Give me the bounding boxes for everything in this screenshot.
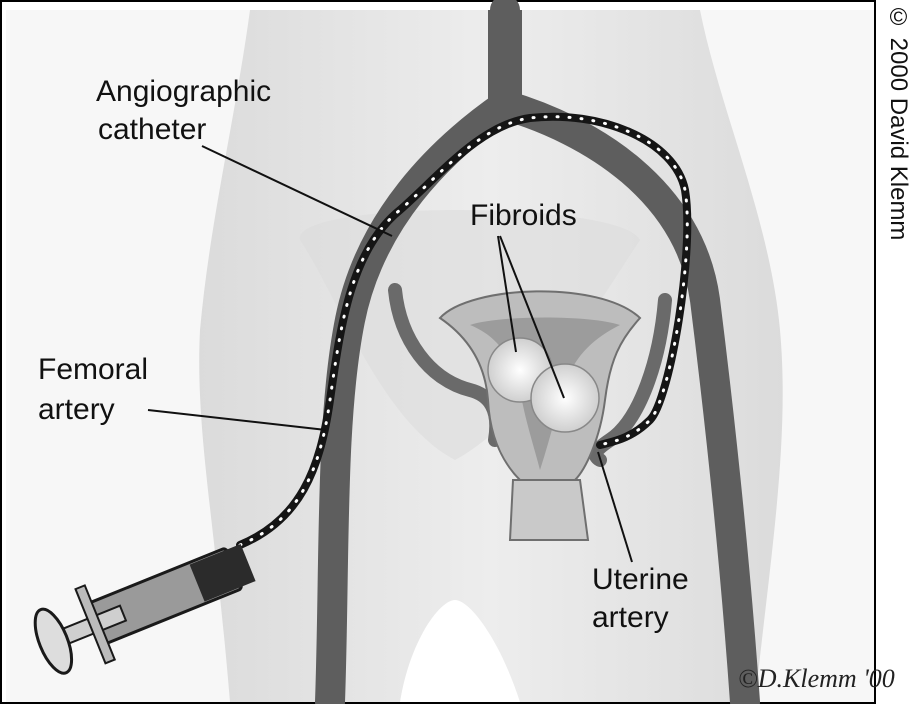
fibroid-right (531, 364, 599, 432)
label-femoral-artery-line2: artery (38, 392, 115, 428)
label-fibroids: Fibroids (470, 198, 577, 234)
label-angiographic-catheter-line1: Angiographic (96, 74, 271, 110)
label-angiographic-catheter-line2: catheter (98, 112, 206, 148)
label-femoral-artery-line1: Femoral (38, 352, 148, 388)
copyright-notice: © 2000 David Klemm (878, 4, 914, 334)
label-uterine-artery-line1: Uterine (592, 562, 689, 598)
artist-signature: ©D.Klemm '00 (738, 664, 895, 694)
label-uterine-artery-line2: artery (592, 600, 669, 636)
cervix (510, 480, 588, 540)
